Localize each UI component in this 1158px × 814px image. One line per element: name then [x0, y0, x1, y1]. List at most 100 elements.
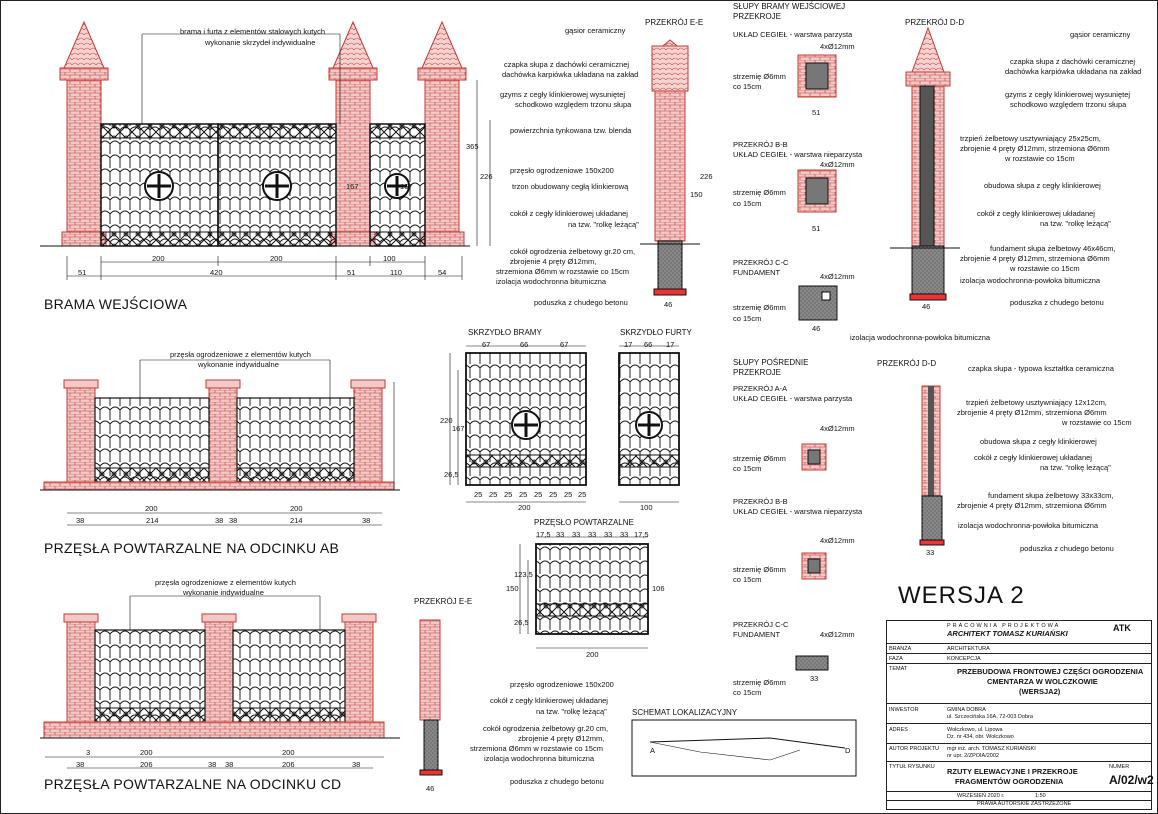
ab-dim-1: 214	[146, 516, 159, 525]
title-block: PRACOWNIA PROJEKTOWA ARCHITEKT TOMASZ KU…	[886, 620, 1154, 810]
gate-title: BRAMA WEJŚCIOWA	[44, 296, 188, 312]
section-ee-top	[640, 39, 700, 296]
gp-cc-rebar: 4xØ12mm	[820, 272, 855, 281]
ee-top-l2: dachówka karpiówka układana na zakład	[502, 70, 639, 79]
cd-dim-3b: 38	[225, 760, 234, 769]
dd-b-l10: poduszka z chudego betonu	[1020, 544, 1114, 553]
wicket-top-1: 66	[644, 340, 653, 349]
ip-cc-2: FUNDAMENT	[733, 630, 781, 639]
intermediate-post-sections	[795, 443, 829, 671]
leaf-bottom-0: 25	[474, 490, 483, 499]
ee-top-title: PRZEKRÓJ E-E	[645, 18, 704, 27]
gp-bb-title-2: UKŁAD CEGIEŁ - warstwa nieparzysta	[733, 150, 863, 159]
ee-top-l6: przęsło ogrodzeniowe 150x200	[510, 166, 614, 175]
scheme-a: A	[650, 746, 656, 755]
leaf-wicket-title: SKRZYDŁO FURTY	[620, 328, 692, 337]
dd-b-l2: zbrojenie 4 pręty Ø12mm, strzemiona Ø6mm	[957, 408, 1107, 417]
tb-faza-label: FAZA	[889, 656, 903, 662]
ip-bb-1: PRZEKRÓJ B-B	[733, 497, 788, 506]
ee-top-l9: na tzw. "rolkę leżącą"	[568, 220, 639, 229]
ab-dim-5: 38	[362, 516, 371, 525]
ip-aa-2: UKŁAD CEGIEŁ - warstwa parzysta	[733, 394, 853, 403]
tb-data: WRZESIEŃ 2020 r.	[957, 793, 1005, 799]
leaf-h167: 167	[452, 424, 465, 433]
dd-top-l12: zbrojenie 4 pręty Ø12mm, strzemiona Ø6mm	[960, 254, 1110, 263]
ip-cc-dim: 33	[810, 674, 819, 683]
section-dd-top	[890, 26, 960, 301]
gate-post-sections	[797, 54, 838, 321]
leaf-top-0: 67	[482, 340, 491, 349]
dd-top-l3: gzyms z cegły klinkierowej wysuniętej	[1005, 90, 1131, 99]
cd-note-2: wykonanie indywidualne	[183, 588, 264, 597]
gp-bb-dim: 51	[812, 224, 821, 233]
leaf-bottom-4: 25	[534, 490, 543, 499]
leaf-bottom-3: 25	[519, 490, 528, 499]
repeat-panel-detail	[519, 536, 649, 649]
wicket-width: 100	[640, 503, 653, 512]
ee-top-l7: trzon obudowany cegłą klinkierową	[512, 182, 629, 191]
tb-studio-2: ARCHITEKT TOMASZ KURIAŃSKI	[947, 629, 1068, 638]
location-scheme	[631, 719, 857, 777]
gate-dim-420: 420	[210, 268, 223, 277]
dd-top-l7: w rozstawie co 15cm	[1005, 154, 1075, 163]
ab-dim-200b: 200	[290, 504, 303, 513]
tb-inwestor-1: GMINA DOBRA	[947, 707, 986, 713]
leaf-width: 200	[518, 503, 531, 512]
cd-dim-3: 3	[86, 748, 91, 757]
ip-cc-stir1: strzemię Ø6mm	[733, 678, 786, 687]
scheme-d: D	[845, 746, 851, 755]
ip-bb-rebar: 4xØ12mm	[820, 536, 855, 545]
cd-note-1: przęsła ogrodzeniowe z elementów kutych	[155, 578, 296, 587]
gp-bb-title-1: PRZEKRÓJ B-B	[733, 140, 788, 149]
cd-dim-5: 38	[352, 760, 361, 769]
ip-bb-stir1: strzemię Ø6mm	[733, 565, 786, 574]
cd-dim-0: 38	[76, 760, 85, 769]
dd-b-dim33: 33	[926, 548, 935, 557]
dd-top-l8: obudowa słupa z cegły klinkierowej	[984, 181, 1101, 190]
gp-cc-title-1: PRZEKRÓJ C-C	[733, 258, 789, 267]
ee-b-dim46: 46	[426, 784, 435, 793]
ee-top-l13: izolacja wodochronna bitumiczna	[496, 277, 607, 286]
tb-branza-label: BRANŻA	[889, 646, 912, 652]
ip-cc-rebar: 4xØ12mm	[820, 630, 855, 639]
tb-tytul-1: RZUTY ELEWACYJNE I PRZEKROJE	[947, 767, 1078, 776]
ab-dim-2: 38	[215, 516, 224, 525]
panel-h123: 123,5	[514, 570, 533, 579]
tb-autor-2: nr upr. 2/ZPOIA/2002	[947, 753, 999, 759]
fence-ab-elevation	[40, 359, 400, 526]
leaf-bottom-1: 25	[489, 490, 498, 499]
panel-top-2: 33	[572, 530, 581, 539]
panel-top-6: 17,5	[634, 530, 649, 539]
ab-note-2: wykonanie indywidualne	[198, 360, 279, 369]
gp-cc-dim: 46	[812, 324, 821, 333]
dd-b-l9: izolacja wodochronna-powłoka bitumiczna	[958, 521, 1099, 530]
tb-adres-1: Wołczkowo, ul. Lipowa	[947, 727, 1003, 733]
ab-dim-4: 214	[290, 516, 303, 525]
gp-aa-stir1: strzemię Ø6mm	[733, 72, 786, 81]
leaf-bottom-5: 25	[549, 490, 558, 499]
gp-cc-stir1: strzemię Ø6mm	[733, 303, 786, 312]
panel-h150: 150	[506, 584, 519, 593]
dd-top-l9: cokół z cegły klinkierowej układanej	[977, 209, 1095, 218]
dd-top-l1: czapka słupa z dachówki ceramicznej	[1010, 57, 1136, 66]
gp-aa-title: UKŁAD CEGIEŁ - warstwa parzysta	[733, 30, 853, 39]
dd-b-l7: fundament słupa żelbetowy 33x33cm,	[988, 491, 1114, 500]
gp-aa-rebar: 4xØ12mm	[820, 42, 855, 51]
tb-inwestor-2: ul. Szczecińska 16A, 72-003 Dobra	[947, 714, 1033, 720]
tb-inwestor-label: INWESTOR	[889, 707, 919, 713]
ee-b-l1: cokół z cegły klinkierowej układanej	[490, 696, 608, 705]
fence-cd-elevation	[40, 595, 400, 769]
leaf-bottom-2: 25	[504, 490, 513, 499]
tb-adres-label: ADRES	[889, 727, 908, 733]
ee-top-l14: poduszka z chudego betonu	[534, 298, 628, 307]
section-dd-bottom	[919, 385, 945, 546]
tb-autor-label: AUTOR PROJEKTU	[889, 746, 940, 752]
tb-temat-2: CMENTARZA W WOLCZKOWIE	[987, 677, 1098, 686]
gate-post-left	[59, 20, 109, 247]
ee-b-l5: strzemiona Ø6mm w rozstawie co 15cm	[470, 744, 603, 753]
gp-aa-stir2: co 15cm	[733, 82, 762, 91]
gate-dim-110: 110	[390, 268, 402, 277]
tb-skala: 1:50	[1035, 793, 1046, 799]
tb-adres-2: Dz. nr 434, obr. Wołczkowo	[947, 734, 1014, 740]
version-label: WERSJA 2	[898, 582, 1025, 609]
